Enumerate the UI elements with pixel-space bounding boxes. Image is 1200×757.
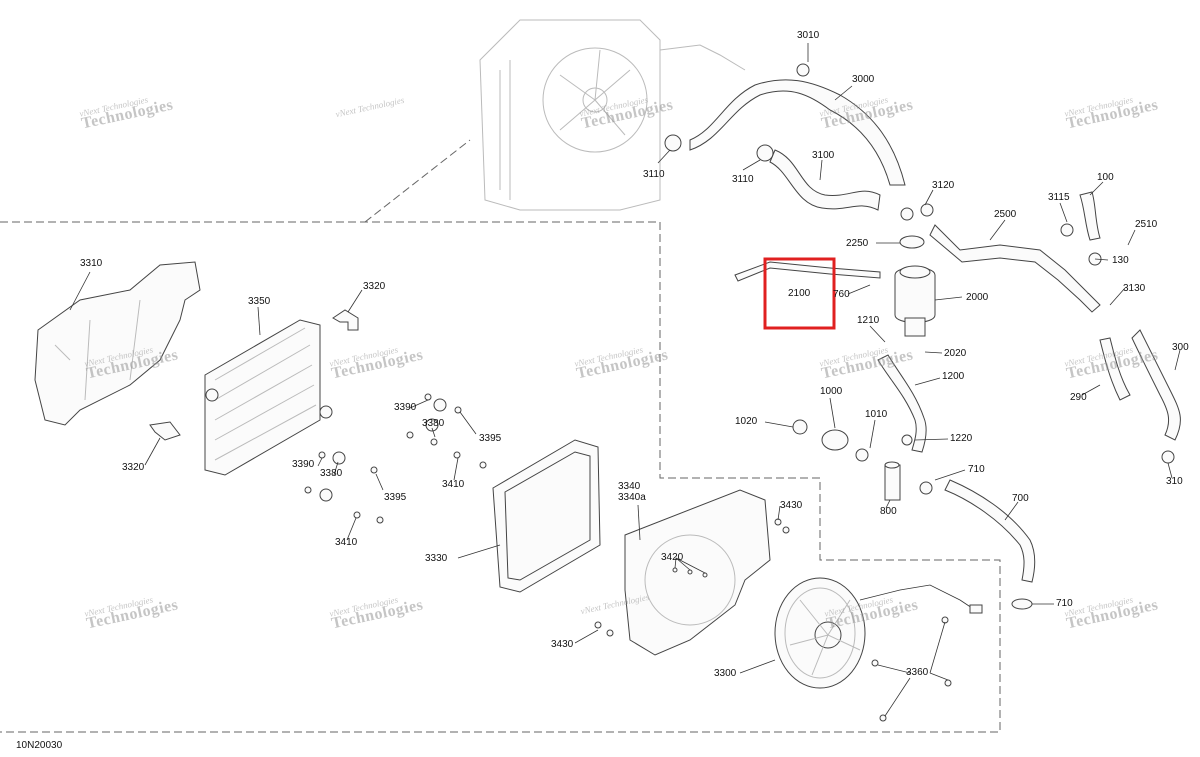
diagram-code: 10N20030 (16, 740, 63, 751)
label-3430-b[interactable]: 3430 (551, 639, 574, 650)
radiator-3350 (204, 319, 333, 476)
label-3420[interactable]: 3420 (661, 552, 684, 563)
label-3000[interactable]: 3000 (852, 74, 875, 85)
label-3390-b[interactable]: 3390 (292, 459, 315, 470)
label-3110-a[interactable]: 3110 (643, 169, 665, 180)
label-3115[interactable]: 3115 (1048, 192, 1070, 203)
label-2100[interactable]: 2100 (788, 288, 811, 299)
label-3390-a[interactable]: 3390 (394, 402, 417, 413)
label-2000[interactable]: 2000 (966, 292, 989, 303)
label-1210[interactable]: 1210 (857, 315, 880, 326)
label-3110-b[interactable]: 3110 (732, 174, 754, 185)
group-link-line (364, 139, 471, 223)
label-3330[interactable]: 3330 (425, 553, 448, 564)
label-1020[interactable]: 1020 (735, 416, 758, 427)
label-3380-a[interactable]: 3380 (422, 418, 445, 429)
shroud-3340 (594, 489, 790, 656)
label-3410-b[interactable]: 3410 (335, 537, 358, 548)
label-710-b[interactable]: 710 (1056, 598, 1073, 609)
label-3120[interactable]: 3120 (932, 180, 955, 191)
label-1200[interactable]: 1200 (942, 371, 965, 382)
leader-lines (69, 43, 1181, 717)
label-100[interactable]: 100 (1097, 172, 1114, 183)
label-300[interactable]: 300 (1172, 342, 1189, 353)
label-800[interactable]: 800 (880, 506, 897, 517)
bracket-3310 (34, 261, 201, 426)
label-2020[interactable]: 2020 (944, 348, 967, 359)
hardware-group-b (304, 451, 384, 524)
fan-3300 (774, 577, 983, 722)
label-3395-b[interactable]: 3395 (384, 492, 407, 503)
bracket-3320-bottom (149, 421, 181, 441)
label-310[interactable]: 310 (1166, 476, 1183, 487)
hose-3100 (756, 144, 934, 221)
label-3340[interactable]: 3340 (618, 481, 641, 492)
label-3300[interactable]: 3300 (714, 668, 737, 679)
label-3340a[interactable]: 3340a (618, 492, 646, 503)
label-130[interactable]: 130 (1112, 255, 1129, 266)
frame-3330 (492, 439, 601, 593)
label-2510[interactable]: 2510 (1135, 219, 1158, 230)
label-2500[interactable]: 2500 (994, 209, 1017, 220)
label-290[interactable]: 290 (1070, 392, 1087, 403)
highlight-box (763, 257, 836, 330)
label-700[interactable]: 700 (1012, 493, 1029, 504)
hardware-group-a (406, 393, 487, 469)
label-3320-a[interactable]: 3320 (363, 281, 386, 292)
ghost-fan-assembly (479, 19, 746, 211)
label-3320-b[interactable]: 3320 (122, 462, 145, 473)
label-1010[interactable]: 1010 (865, 409, 888, 420)
label-1000[interactable]: 1000 (820, 386, 843, 397)
bracket-3320-top (332, 309, 359, 331)
hose-300 (1099, 329, 1181, 464)
hose-2500 (929, 191, 1102, 313)
label-3380-b[interactable]: 3380 (320, 468, 343, 479)
fitting-800 (884, 461, 901, 501)
label-3360[interactable]: 3360 (906, 667, 929, 678)
label-1220[interactable]: 1220 (950, 433, 973, 444)
hose-700 (919, 479, 1036, 610)
label-3430-a[interactable]: 3430 (780, 500, 803, 511)
label-710-a[interactable]: 710 (968, 464, 985, 475)
label-3010[interactable]: 3010 (797, 30, 820, 41)
label-3410-a[interactable]: 3410 (442, 479, 465, 490)
label-3100[interactable]: 3100 (812, 150, 835, 161)
group-outline (0, 221, 1001, 733)
label-2250[interactable]: 2250 (846, 238, 869, 249)
part-1000 (792, 419, 913, 462)
label-760[interactable]: 760 (833, 289, 850, 300)
tube-2100 (734, 261, 881, 282)
coolant-tank-2000 (894, 235, 936, 337)
label-3350[interactable]: 3350 (248, 296, 271, 307)
label-3395-a[interactable]: 3395 (479, 433, 502, 444)
label-3130[interactable]: 3130 (1123, 283, 1146, 294)
hose-1200 (877, 354, 927, 453)
hose-3000 (664, 63, 906, 186)
label-3310[interactable]: 3310 (80, 258, 103, 269)
